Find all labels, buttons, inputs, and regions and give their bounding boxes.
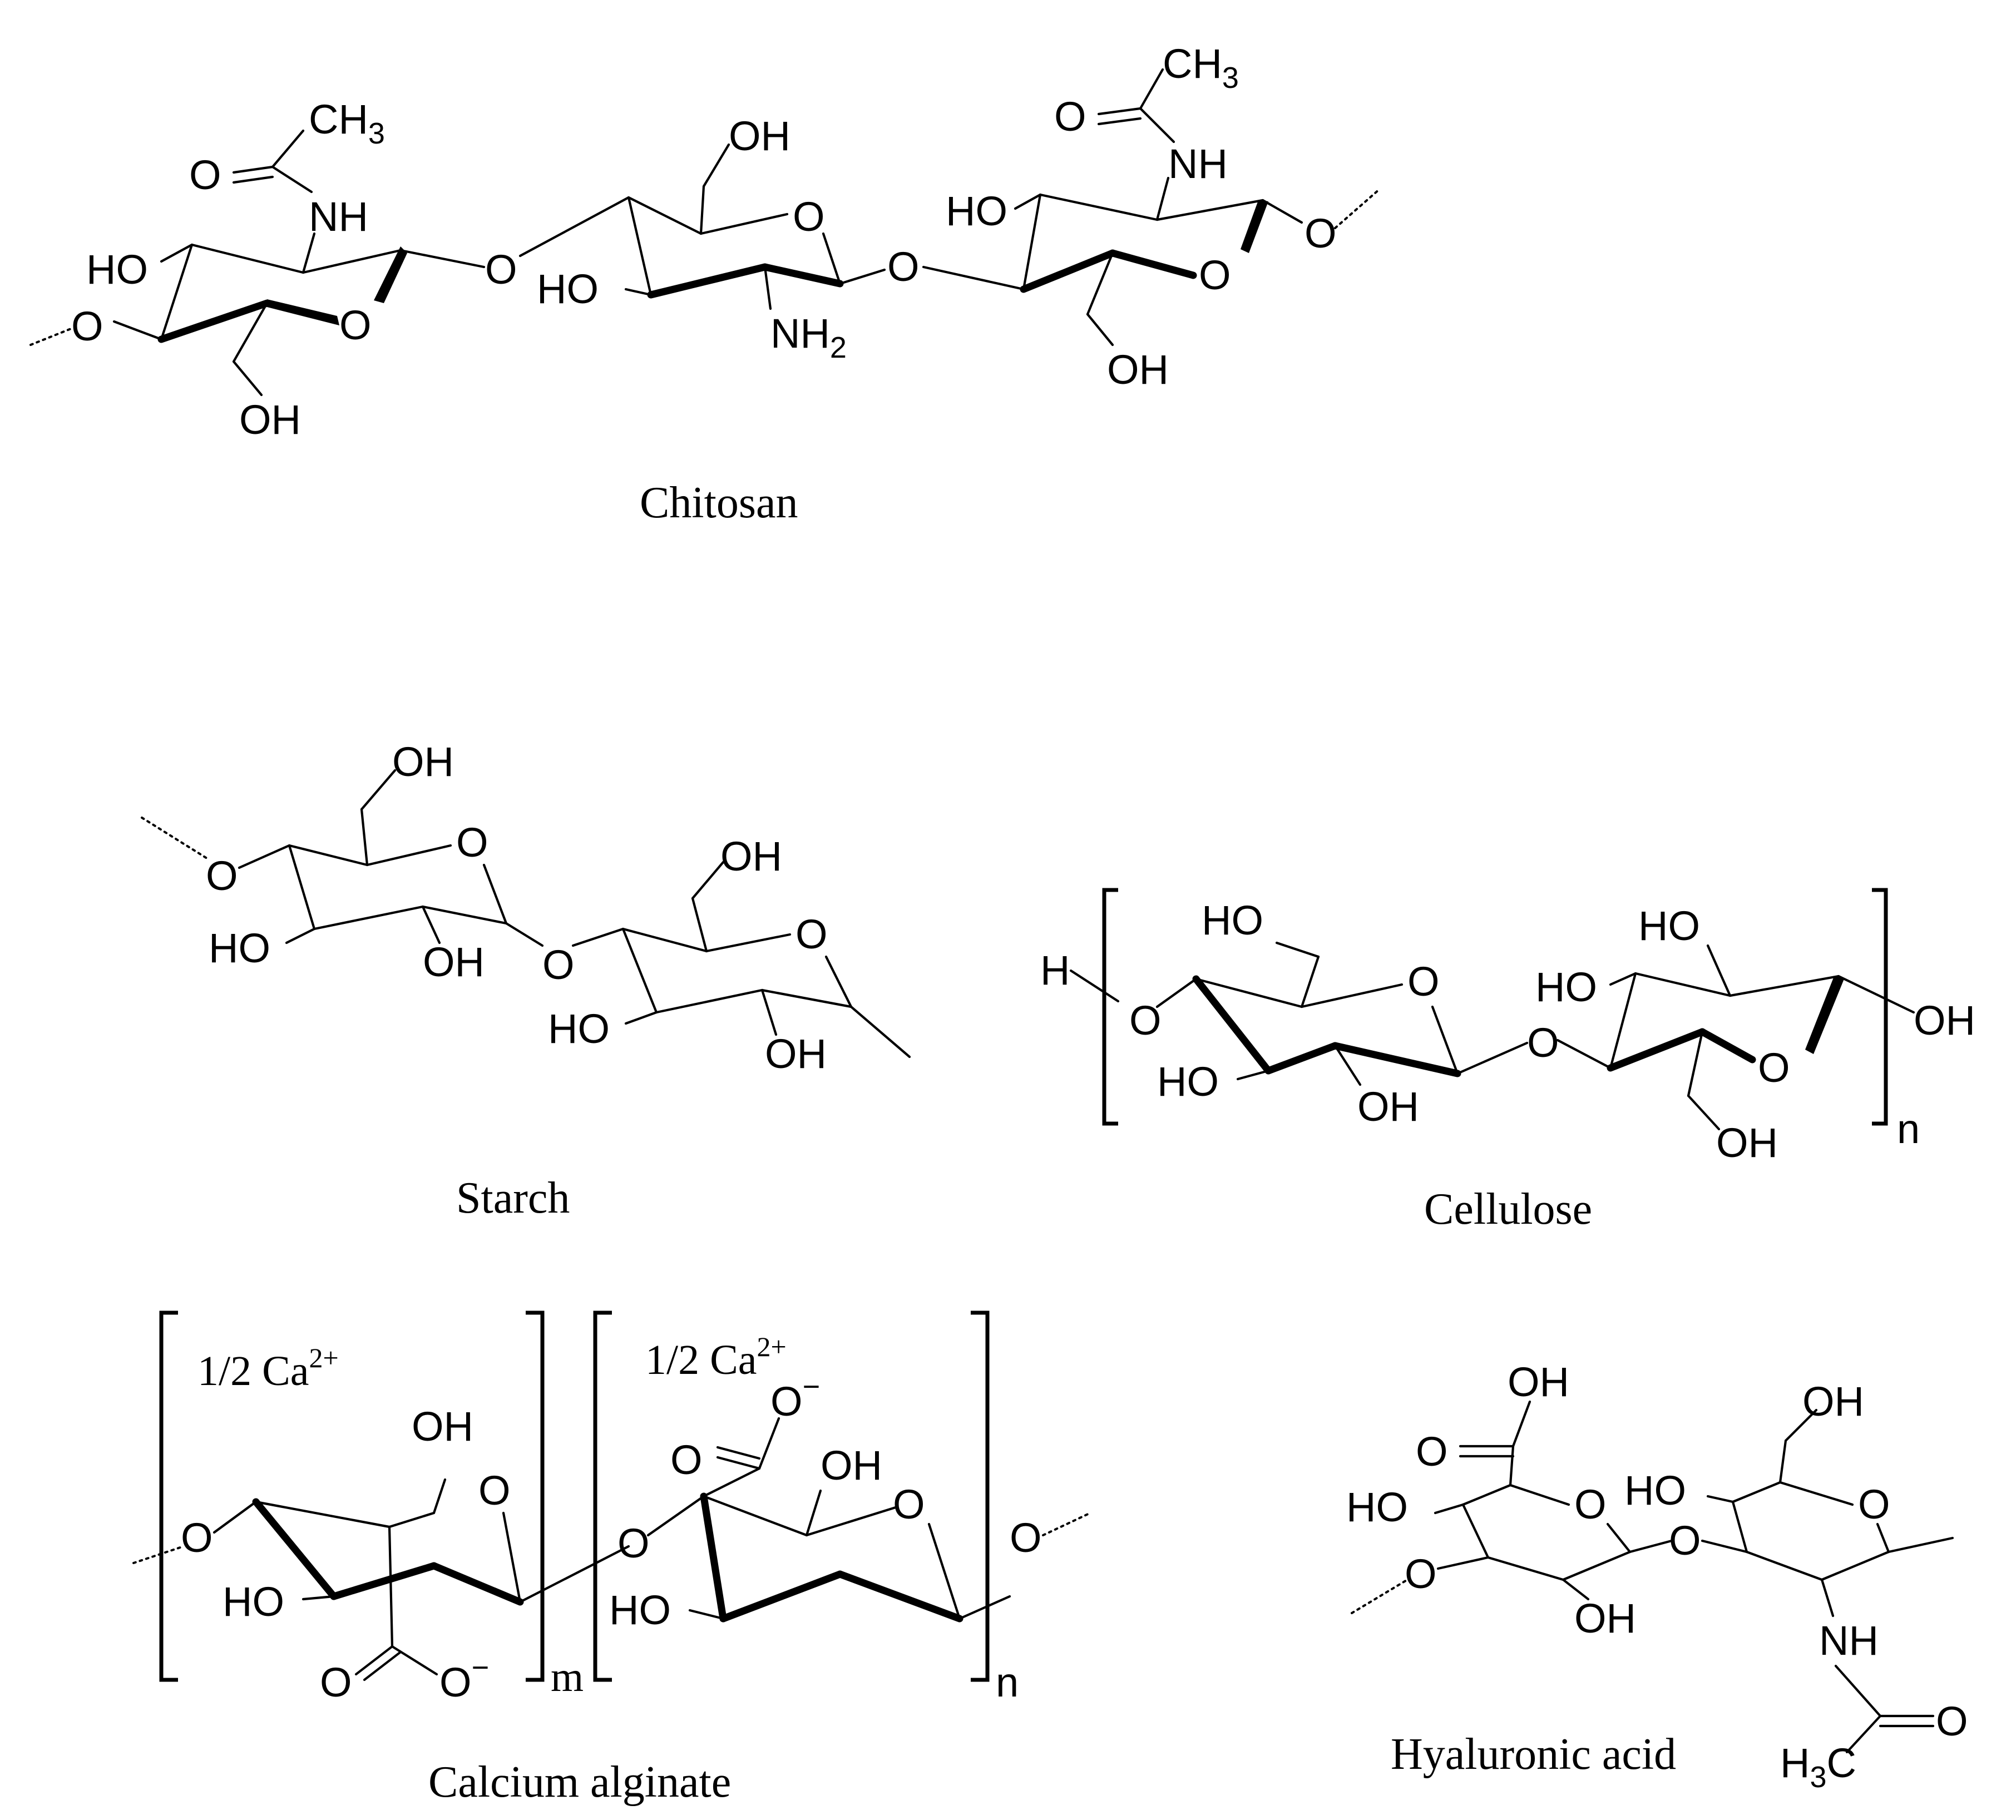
atom-o: O: [181, 1515, 213, 1561]
atom-o: O: [887, 244, 920, 290]
atom-o: O: [320, 1659, 352, 1705]
atom-oh: OH: [423, 939, 485, 985]
atom-nh: NH: [309, 194, 368, 240]
atom-o: O: [793, 194, 825, 240]
atom-ho: HO: [209, 925, 270, 971]
atom-oh: OH: [1357, 1084, 1419, 1130]
atom-o: O: [1936, 1698, 1968, 1744]
atom-oh: OH: [765, 1031, 827, 1077]
atom-nh: NH: [1819, 1618, 1879, 1664]
atom-o: O: [1416, 1428, 1448, 1475]
atom-oh: OH: [720, 833, 782, 879]
atom-o: O: [71, 303, 103, 349]
bracket-left: [1102, 888, 1118, 1126]
calcium-label: 1/2 Ca2+: [197, 1342, 339, 1394]
subscript-m: m: [551, 1654, 584, 1700]
caption-starch: Starch: [456, 1174, 570, 1223]
bracket-left: [159, 1310, 178, 1682]
calcium-alginate-structure: 1/2 Ca2+ O O OH HO O O− m 1/2 Ca2+ O O: [132, 1310, 1091, 1807]
atom-ho: HO: [537, 266, 599, 312]
atom-ch3: CH3: [1163, 41, 1239, 95]
atom-o: O: [795, 911, 828, 957]
subscript-n: n: [996, 1659, 1019, 1705]
atom-oh: OH: [239, 397, 301, 443]
bracket-right: [971, 1310, 990, 1682]
atom-o: O: [456, 819, 488, 866]
atom-oh: OH: [1107, 347, 1169, 393]
atom-oh: OH: [1574, 1595, 1636, 1641]
atom-o: O: [1574, 1481, 1607, 1527]
atom-o: O: [1405, 1551, 1437, 1597]
caption-hyaluronic-acid: Hyaluronic acid: [1391, 1730, 1676, 1779]
atom-o: O: [478, 1467, 511, 1514]
atom-o: O: [1669, 1517, 1701, 1564]
calcium-label: 1/2 Ca2+: [645, 1331, 787, 1383]
caption-cellulose: Cellulose: [1424, 1185, 1592, 1234]
atom-o-minus: O−: [770, 1370, 820, 1425]
atom-o: O: [1527, 1020, 1559, 1066]
atom-h3c: H3C: [1780, 1740, 1856, 1794]
atom-o: O: [1758, 1045, 1790, 1091]
atom-o: O: [339, 302, 372, 348]
atom-oh: OH: [1802, 1378, 1864, 1425]
atom-oh: OH: [1508, 1359, 1569, 1405]
atom-ho: HO: [1157, 1059, 1219, 1105]
atom-oh: OH: [412, 1403, 473, 1450]
atom-o: O: [1199, 252, 1231, 298]
atom-o: O: [617, 1520, 650, 1566]
atom-o: O: [893, 1481, 925, 1527]
atom-ho: HO: [1535, 964, 1597, 1010]
atom-o: O: [1010, 1515, 1042, 1561]
chitosan-structure: O O HO OH NH O CH3 O O OH: [29, 41, 1381, 527]
atom-oh: OH: [392, 739, 454, 785]
atom-oh: OH: [821, 1442, 882, 1488]
atom-o: O: [670, 1437, 703, 1483]
cellulose-structure: H O O HO HO OH O O HO HO OH: [1040, 888, 1975, 1234]
atom-o: O: [189, 152, 221, 198]
atom-o: O: [1407, 958, 1440, 1005]
caption-chitosan: Chitosan: [640, 478, 798, 527]
atom-nh2: NH2: [770, 310, 847, 364]
starch-structure: O O OH HO OH O O OH HO OH Starch: [141, 739, 911, 1223]
atom-o: O: [1129, 997, 1162, 1043]
atom-o-minus: O−: [439, 1651, 489, 1705]
atom-o: O: [206, 853, 238, 899]
atom-nh: NH: [1168, 141, 1228, 187]
atom-ho: HO: [1202, 897, 1263, 943]
bracket-right: [526, 1310, 545, 1682]
atom-o: O: [1054, 93, 1086, 140]
atom-ho: HO: [1346, 1484, 1408, 1530]
atom-ho: HO: [946, 188, 1007, 234]
atom-ho: HO: [1624, 1467, 1686, 1514]
hyaluronic-acid-structure: O O HO O OH OH O O HO OH NH: [1346, 1359, 1968, 1794]
atom-ho: HO: [86, 246, 148, 293]
atom-ch3: CH3: [309, 96, 385, 150]
atom-o: O: [485, 246, 517, 293]
atom-ho: HO: [548, 1006, 610, 1052]
atom-ho: HO: [223, 1579, 284, 1625]
atom-h: H: [1040, 947, 1070, 993]
atom-o: O: [542, 942, 575, 988]
bracket-left: [593, 1310, 612, 1682]
atom-oh: OH: [1914, 997, 1975, 1043]
bracket-right: [1872, 888, 1888, 1126]
caption-calcium-alginate: Calcium alginate: [428, 1758, 731, 1807]
atom-oh: OH: [1716, 1120, 1778, 1166]
atom-o: O: [1305, 210, 1337, 256]
atom-ho: HO: [1638, 903, 1700, 949]
atom-oh: OH: [729, 113, 790, 159]
subscript-n: n: [1897, 1106, 1920, 1152]
atom-o: O: [1858, 1481, 1890, 1527]
atom-ho: HO: [609, 1587, 671, 1633]
